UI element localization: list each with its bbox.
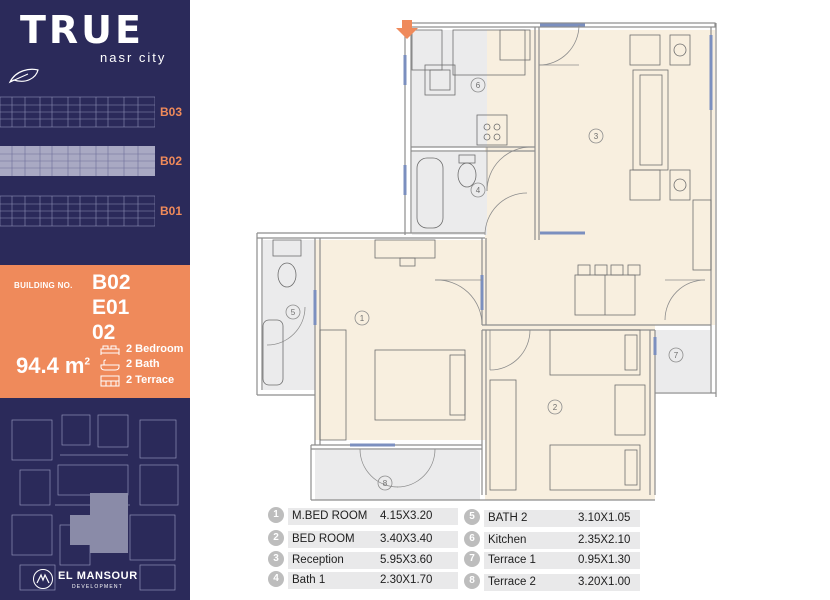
room-marker-1-label: 1 bbox=[360, 314, 365, 323]
building-elevation-b02 bbox=[0, 146, 155, 176]
legend-item-1: 1 M.BED ROOM 4.15X3.20 bbox=[268, 507, 458, 527]
brand-title: TRUE bbox=[20, 8, 144, 52]
feature-bath-label: 2 Bath bbox=[126, 358, 160, 370]
legend-dim-3: 5.95X3.60 bbox=[380, 554, 433, 566]
unit-area: 94.4 m2 bbox=[16, 353, 90, 379]
legend-dim-1: 4.15X3.20 bbox=[380, 510, 433, 522]
legend-number-5: 5 bbox=[464, 509, 480, 525]
legend-dim-8: 3.20X1.00 bbox=[578, 576, 631, 588]
legend-name-4: Bath 1 bbox=[292, 574, 326, 586]
feature-terrace-label: 2 Terrace bbox=[126, 374, 175, 386]
legend-dim-5: 3.10X1.05 bbox=[578, 512, 631, 524]
building-elevation-b03 bbox=[0, 96, 155, 128]
windows bbox=[313, 23, 713, 447]
legend-item-8: 8 Terrace 2 3.20X1.00 bbox=[464, 573, 644, 593]
entrance-code: E01 bbox=[92, 296, 130, 319]
terrace-icon bbox=[100, 375, 120, 387]
floor-key-plan bbox=[11, 414, 179, 591]
bathtub-icon bbox=[100, 359, 120, 371]
legend-number-7: 7 bbox=[464, 551, 480, 567]
floor-areas bbox=[315, 30, 715, 500]
room-marker-3: 3 bbox=[588, 128, 604, 144]
building-label-b01: B01 bbox=[160, 204, 183, 218]
legend-name-7: Terrace 1 bbox=[488, 554, 536, 566]
room-marker-3-label: 3 bbox=[594, 132, 599, 141]
legend-dim-4: 2.30X1.70 bbox=[380, 574, 433, 586]
area-unit-sup: 2 bbox=[84, 356, 91, 368]
room-marker-7: 7 bbox=[668, 347, 684, 363]
furniture bbox=[262, 29, 712, 491]
room-marker-6: 6 bbox=[470, 77, 486, 93]
room-marker-6-label: 6 bbox=[476, 81, 481, 90]
legend-item-7: 7 Terrace 1 0.95X1.30 bbox=[464, 551, 644, 571]
building-row-b01[interactable]: B01 bbox=[0, 194, 182, 228]
room-marker-8-label: 8 bbox=[383, 479, 388, 488]
el-mansour-logo: EL MANSOUR DEVELOPMENT bbox=[30, 560, 170, 600]
building-no-label: BUILDING NO. bbox=[14, 281, 73, 290]
legend-number-6: 6 bbox=[464, 531, 480, 547]
room-marker-8: 8 bbox=[377, 475, 393, 491]
bed-icon bbox=[100, 345, 120, 355]
room-marker-4-label: 4 bbox=[476, 186, 481, 195]
room-marker-5-label: 5 bbox=[291, 308, 296, 317]
leaf-icon bbox=[8, 68, 39, 84]
legend-name-8: Terrace 2 bbox=[488, 576, 536, 588]
building-code: B02 bbox=[92, 271, 131, 294]
doors bbox=[266, 24, 706, 488]
room-marker-5: 5 bbox=[285, 304, 301, 320]
true-logo: TRUE nasr city bbox=[18, 8, 178, 68]
legend-number-1: 1 bbox=[268, 507, 284, 523]
room-legend: 1 M.BED ROOM 4.15X3.20 2 BED ROOM 3.40X3… bbox=[268, 505, 648, 600]
apartment-code: 02 bbox=[92, 321, 116, 344]
area-value: 94.4 m bbox=[16, 353, 85, 378]
legend-dim-2: 3.40X3.40 bbox=[380, 533, 433, 545]
entrance-arrow-icon bbox=[396, 20, 418, 39]
legend-name-5: BATH 2 bbox=[488, 512, 528, 524]
legend-number-2: 2 bbox=[268, 530, 284, 546]
mansour-mark-icon bbox=[33, 569, 53, 589]
building-label-b03: B03 bbox=[160, 105, 183, 119]
brand-subtitle: nasr city bbox=[100, 50, 167, 65]
room-markers: 1 2 3 4 5 6 7 8 bbox=[285, 77, 684, 491]
building-row-b02[interactable]: B02 bbox=[0, 144, 182, 178]
building-label-b02: B02 bbox=[160, 154, 183, 168]
room-marker-2-label: 2 bbox=[553, 403, 558, 412]
legend-item-4: 4 Bath 1 2.30X1.70 bbox=[268, 571, 458, 591]
legend-name-1: M.BED ROOM bbox=[292, 510, 368, 522]
legend-item-3: 3 Reception 5.95X3.60 bbox=[268, 551, 458, 571]
legend-number-4: 4 bbox=[268, 571, 284, 587]
unit-info-box: BUILDING NO. B02 E01 02 94.4 m2 2 Bedroo… bbox=[0, 265, 190, 398]
developer-name: EL MANSOUR bbox=[58, 570, 138, 582]
legend-dim-6: 2.35X2.10 bbox=[578, 534, 631, 546]
legend-number-3: 3 bbox=[268, 551, 284, 567]
building-row-b03[interactable]: B03 bbox=[0, 95, 182, 129]
room-marker-1: 1 bbox=[354, 310, 370, 326]
floor-plan: 1 2 3 4 5 6 7 8 bbox=[256, 20, 717, 501]
building-elevation-b01 bbox=[0, 195, 155, 227]
sidebar: TRUE nasr city B03 B02 bbox=[0, 0, 190, 600]
feature-bedroom-label: 2 Bedroom bbox=[126, 343, 184, 355]
room-marker-4: 4 bbox=[470, 182, 486, 198]
room-marker-7-label: 7 bbox=[674, 351, 679, 360]
legend-item-2: 2 BED ROOM 3.40X3.40 bbox=[268, 530, 458, 550]
legend-number-8: 8 bbox=[464, 573, 480, 589]
legend-name-2: BED ROOM bbox=[292, 533, 355, 545]
developer-tagline: DEVELOPMENT bbox=[72, 584, 123, 590]
legend-name-6: Kitchen bbox=[488, 534, 527, 546]
legend-name-3: Reception bbox=[292, 554, 344, 566]
legend-dim-7: 0.95X1.30 bbox=[578, 554, 631, 566]
room-marker-2: 2 bbox=[547, 399, 563, 415]
legend-item-5: 5 BATH 2 3.10X1.05 bbox=[464, 509, 644, 529]
legend-item-6: 6 Kitchen 2.35X2.10 bbox=[464, 531, 644, 551]
